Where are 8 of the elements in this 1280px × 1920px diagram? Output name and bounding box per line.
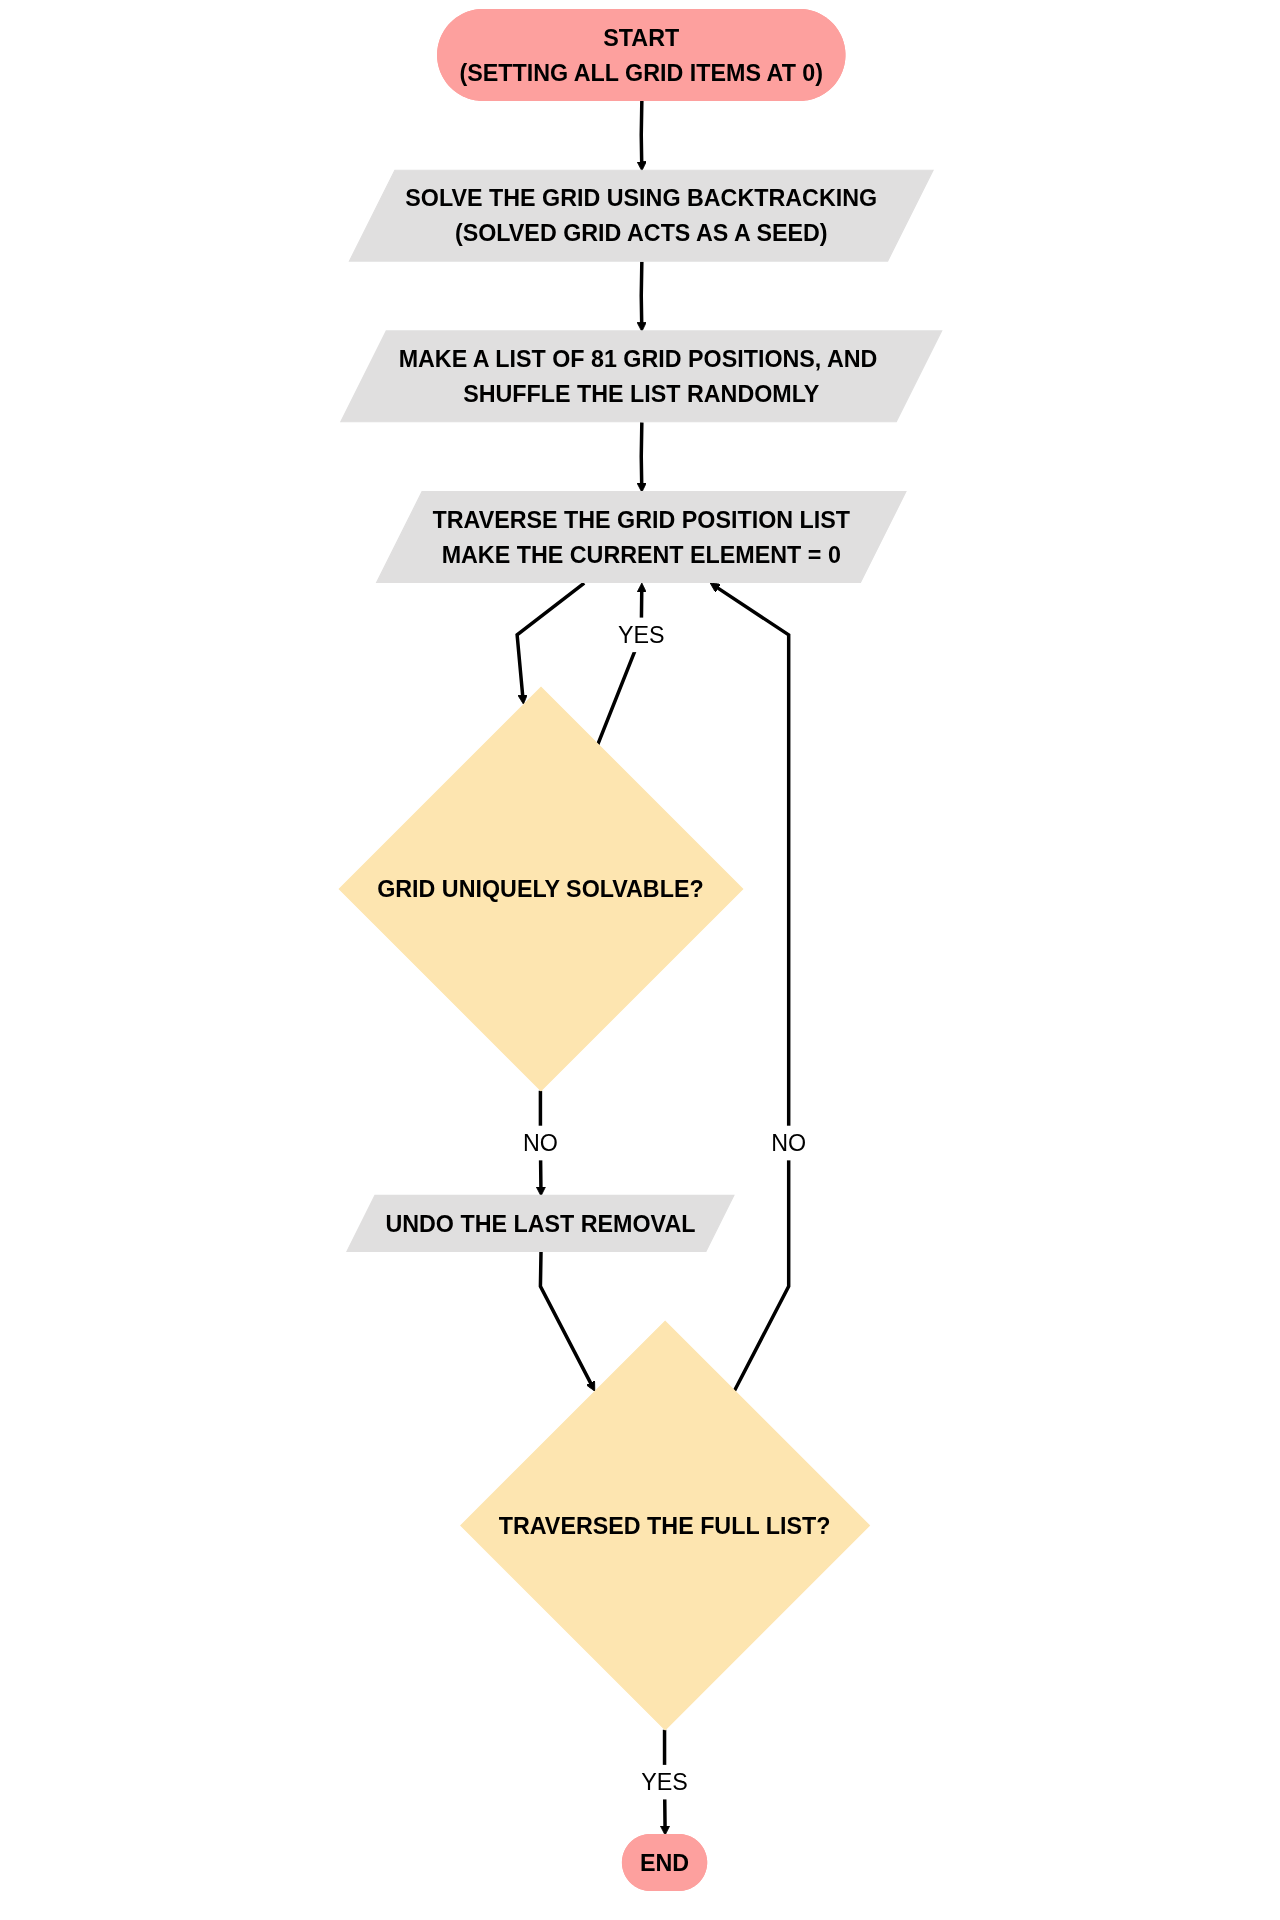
- edge-label: NO: [522, 1130, 558, 1156]
- arrow: [538, 1251, 595, 1392]
- arrow: [709, 582, 790, 1392]
- edge-label: YES: [617, 622, 665, 648]
- edge-label: YES: [640, 1769, 688, 1795]
- edge-label: NO: [770, 1130, 806, 1156]
- node-diamond: GRID UNIQUELY SOLVABLE?: [338, 686, 743, 1092]
- node-diamond: TRAVERSED THE FULL LIST?: [459, 1320, 870, 1731]
